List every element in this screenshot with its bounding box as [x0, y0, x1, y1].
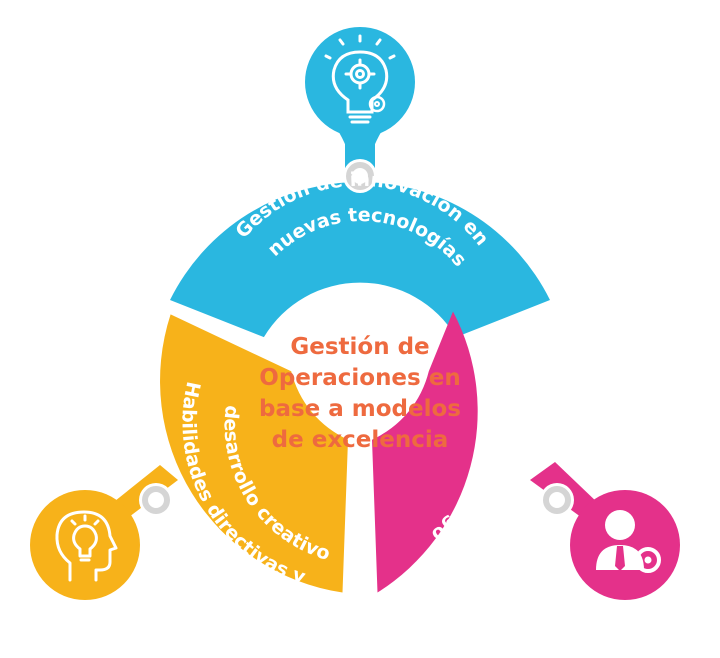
center-title-line3: base a modelos [259, 396, 461, 422]
center-title-line4: de excelencia [272, 427, 449, 453]
segment-top-arc [170, 182, 550, 338]
center-title: Gestión de Operaciones en base a modelos… [259, 334, 461, 453]
person-gear-icon [596, 510, 661, 573]
segment-left: Habilidades directivas y desarrollo crea… [30, 314, 348, 600]
top-bubble-tail [330, 118, 390, 168]
top-node-ring [346, 162, 374, 190]
lightbulb-gear-icon [324, 34, 396, 124]
segment-top: Gestión de innovación en nuevas tecnolog… [170, 27, 550, 338]
head-lightbulb-icon [55, 510, 118, 582]
left-icon-bubble [30, 490, 140, 600]
left-node-ring [142, 486, 170, 514]
center-title-line2: Operaciones en [259, 365, 460, 391]
center-title-line1: Gestión de [290, 334, 429, 360]
right-icon-bubble [570, 490, 680, 600]
segment-right-arc [372, 311, 478, 593]
right-node-ring [543, 486, 571, 514]
segment-left-arc [160, 314, 348, 593]
